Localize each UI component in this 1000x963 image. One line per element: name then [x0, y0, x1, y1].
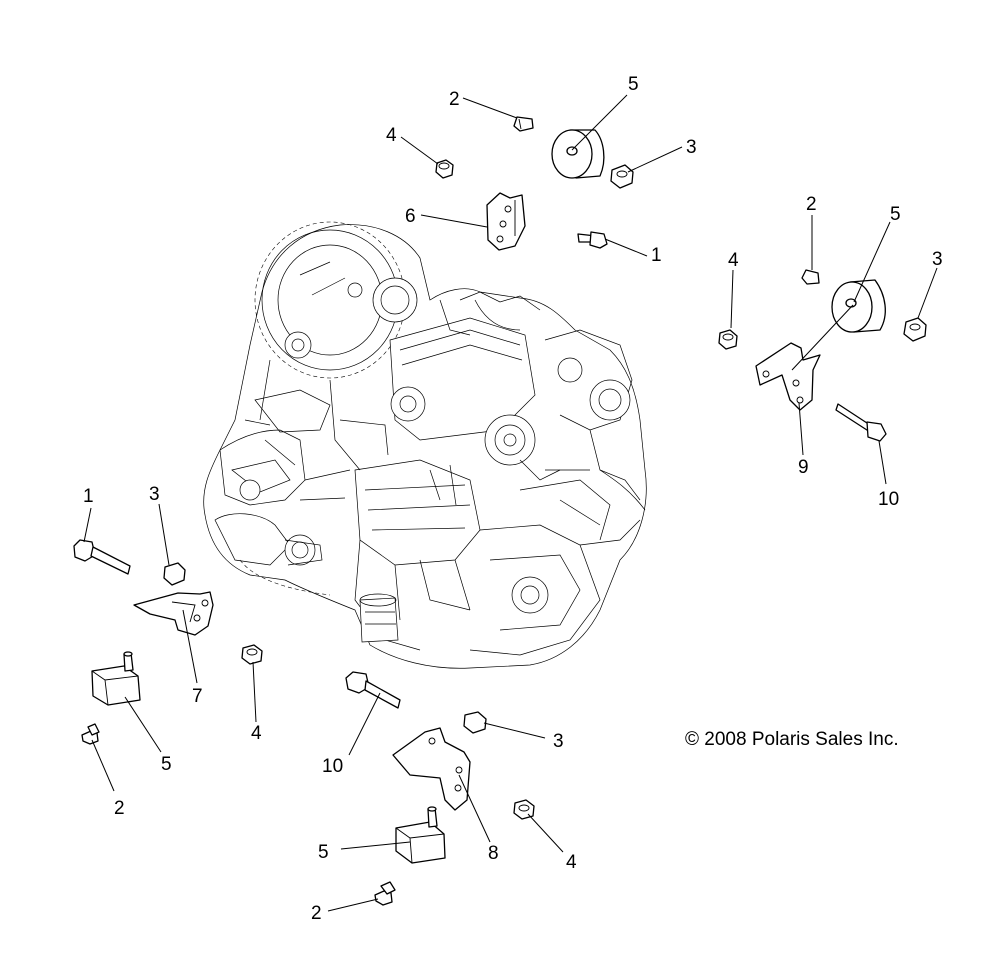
nut-3-bottom: [463, 711, 487, 734]
nut-4-right: [718, 329, 738, 350]
bolt-10-bottom: [345, 671, 401, 709]
bolt-2-top: [513, 116, 534, 132]
bolt-2-bottom: [374, 881, 396, 906]
callout-2-bottom: 2: [311, 903, 322, 924]
callout-labels: 2 5 4 3 6 1 2 5 4 3 9 10 1 3 7 4 5 2 10 …: [83, 74, 943, 924]
callout-1-left: 1: [83, 486, 94, 507]
callout-2-right: 2: [806, 194, 817, 215]
nut-3-right: [903, 317, 927, 342]
callout-3-top: 3: [686, 137, 697, 158]
callout-10-bottom: 10: [322, 756, 343, 777]
callout-8: 8: [488, 843, 499, 864]
callout-3-left: 3: [149, 484, 160, 505]
callout-7: 7: [192, 686, 203, 707]
nut-3-top: [610, 164, 634, 189]
bolt-1-left: [73, 539, 131, 575]
bracket-9: [755, 342, 821, 411]
callout-2-top: 2: [449, 89, 460, 110]
callout-4-top: 4: [386, 125, 397, 146]
nut-4-left: [241, 644, 263, 665]
callout-5-bottom: 5: [318, 842, 329, 863]
bracket-8: [392, 727, 471, 811]
mount-5-top: [551, 129, 605, 179]
callout-5-top: 5: [628, 74, 639, 95]
callout-4-left: 4: [251, 723, 262, 744]
bolt-2-right: [801, 269, 820, 285]
nut-4-bottom: [513, 799, 535, 820]
bolt-1-top: [577, 231, 608, 249]
callout-3-right: 3: [932, 249, 943, 270]
callout-4-bottom: 4: [566, 852, 577, 873]
engine-assembly: [203, 221, 647, 669]
leader-lines: [83, 94, 938, 912]
callout-5-right: 5: [890, 204, 901, 225]
bracket-7: [133, 591, 214, 636]
bolt-2-left: [81, 723, 100, 745]
nut-3-left: [163, 562, 186, 586]
callout-5-left: 5: [161, 754, 172, 775]
callout-2-left: 2: [114, 798, 125, 819]
callout-6: 6: [405, 206, 416, 227]
bracket-6: [486, 192, 526, 251]
callout-3-bottom: 3: [553, 731, 564, 752]
callout-4-right: 4: [728, 250, 739, 271]
nut-4-top: [435, 159, 454, 179]
callout-1-top: 1: [651, 245, 662, 266]
callout-10-right: 10: [878, 489, 899, 510]
mount-5-left: [91, 651, 141, 706]
bolt-10-right: [835, 403, 887, 442]
callout-9: 9: [798, 457, 809, 478]
mount-5-bottom: [395, 806, 446, 864]
copyright-notice: © 2008 Polaris Sales Inc.: [685, 729, 899, 750]
mount-5-right: [831, 279, 886, 333]
